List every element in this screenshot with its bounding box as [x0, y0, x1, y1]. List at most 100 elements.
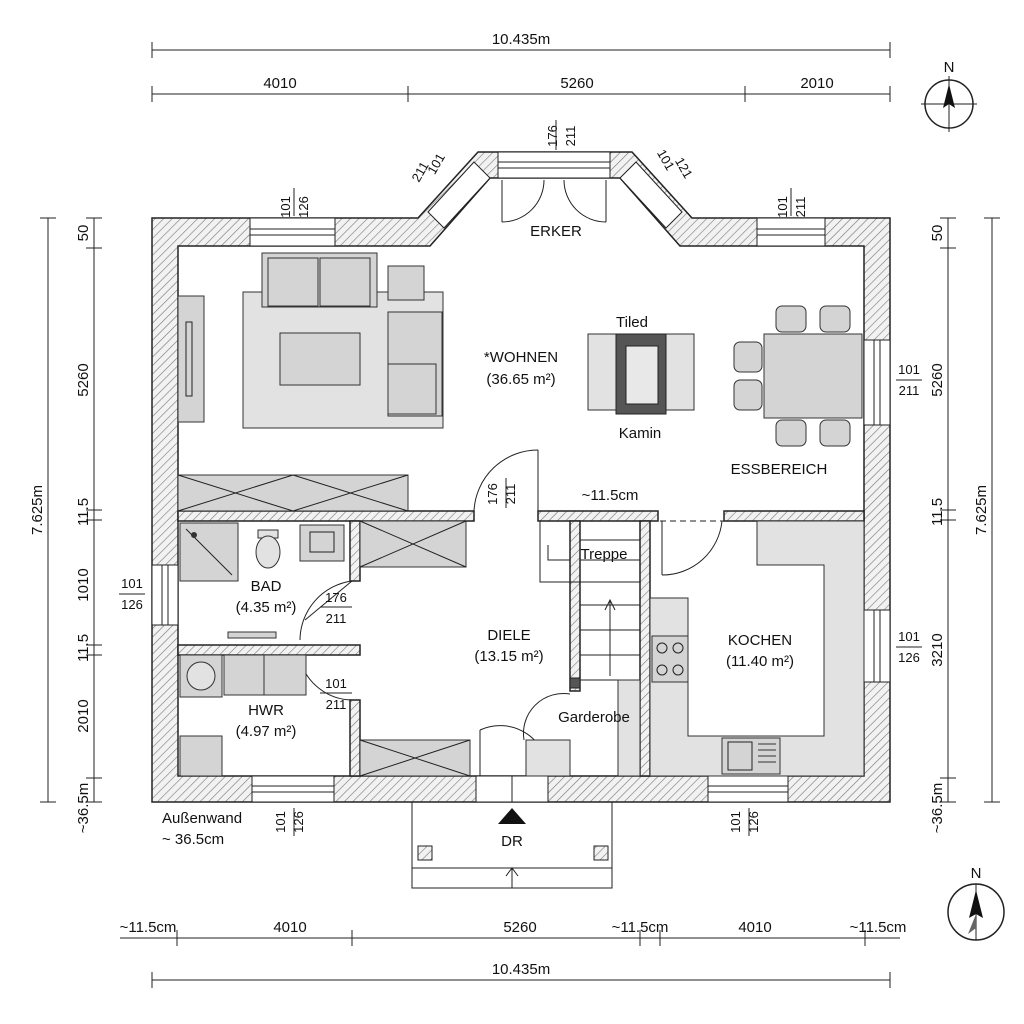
interior-walls	[177, 510, 865, 777]
dim-right-seg-1: 50	[929, 225, 946, 242]
entrance-label: DR	[501, 833, 523, 850]
svg-text:126: 126	[746, 811, 761, 833]
utility-fixtures	[179, 520, 471, 777]
svg-text:211: 211	[899, 383, 920, 398]
dimension-right	[940, 217, 1000, 803]
dim-bottom-seg-3: 5260	[503, 919, 536, 936]
door-label-wohnen: 176 211	[485, 478, 518, 508]
svg-text:176: 176	[485, 483, 500, 505]
dim-right-seg-2: 5260	[929, 363, 946, 396]
room-label-treppe: Treppe	[581, 546, 628, 563]
svg-text:211: 211	[563, 126, 578, 147]
north-label-bottom: N	[971, 865, 982, 882]
svg-text:126: 126	[898, 650, 920, 665]
dim-bottom-seg-5: 4010	[738, 919, 771, 936]
svg-text:211: 211	[793, 197, 808, 218]
svg-text:101: 101	[775, 196, 790, 218]
window-label-top-left: 101 126	[278, 188, 311, 218]
dim-top-seg-2: 5260	[560, 75, 593, 92]
window-label-left-bad: 101 126	[119, 576, 145, 612]
room-area-hwr: (4.97 m²)	[236, 723, 297, 740]
window-label-right-kochen: 101 126	[896, 629, 922, 665]
svg-text:101: 101	[278, 196, 293, 218]
svg-text:101: 101	[898, 629, 920, 644]
dim-bottom-total: 10.435m	[492, 961, 550, 978]
dim-bottom-seg-1: ~11.5cm	[120, 919, 177, 936]
window-label-right-ess: 101 211	[896, 362, 922, 398]
dim-bottom-seg-2: 4010	[273, 919, 306, 936]
svg-text:126: 126	[291, 811, 306, 833]
svg-text:176: 176	[545, 125, 560, 147]
doors	[299, 449, 724, 802]
wall-note-line1: Außenwand	[162, 810, 242, 827]
room-label-kochen: KOCHEN	[728, 632, 792, 649]
garderobe-unit	[525, 679, 641, 777]
dimension-bottom	[120, 930, 900, 988]
dim-left-seg-5: 11.5	[75, 634, 92, 662]
room-label-erker: ERKER	[530, 223, 582, 240]
room-area-wohnen: (36.65 m²)	[486, 371, 555, 388]
room-label-diele: DIELE	[487, 627, 530, 644]
dim-right-seg-5: ~36.5m	[929, 783, 946, 833]
dim-left-seg-2: 5260	[75, 363, 92, 396]
room-area-diele: (13.15 m²)	[474, 648, 543, 665]
svg-text:211: 211	[326, 611, 347, 626]
dimension-top	[151, 42, 891, 102]
dim-top-total: 10.435m	[492, 31, 550, 48]
dim-right-total: 7.625m	[973, 485, 990, 535]
fireplace	[587, 333, 695, 415]
dim-left-seg-7: ~36.5m	[75, 783, 92, 833]
window-label-top-right: 101 211	[775, 188, 808, 218]
dim-left-seg-4: 1010	[75, 568, 92, 601]
svg-text:101: 101	[728, 811, 743, 833]
door-label-hwr: 101 211	[320, 676, 352, 712]
window-label-erker: 176 211	[545, 120, 578, 150]
dim-left-seg-1: 50	[75, 225, 92, 242]
svg-text:101: 101	[273, 811, 288, 833]
svg-text:211: 211	[503, 484, 518, 505]
wall-note-line2: ~ 36.5cm	[162, 831, 224, 848]
svg-text:176: 176	[325, 590, 347, 605]
window-label-bottom-kochen: 101 126	[728, 808, 761, 836]
window-label-diag-left: 101 211	[408, 151, 448, 185]
room-label-bad: BAD	[251, 578, 282, 595]
dimension-left	[40, 217, 102, 803]
svg-text:101: 101	[898, 362, 920, 377]
kitchen-fixtures	[649, 520, 865, 777]
erker-doors	[501, 179, 607, 223]
fixture-label-kamin: Kamin	[619, 425, 662, 442]
dim-right-seg-4: 3210	[929, 633, 946, 666]
room-area-bad: (4.35 m²)	[236, 599, 297, 616]
room-label-wohnen: *WOHNEN	[484, 349, 558, 366]
dim-inner-wall: ~11.5cm	[582, 487, 639, 504]
dim-left-seg-6: 2010	[75, 699, 92, 732]
dim-bottom-seg-6: ~11.5cm	[850, 919, 907, 936]
living-furniture	[177, 252, 444, 512]
svg-text:101: 101	[325, 676, 347, 691]
north-label-top: N	[944, 59, 955, 76]
window-label-diag-right: 101 121	[654, 147, 696, 181]
dim-left-total: 7.625m	[29, 485, 46, 535]
dim-top-seg-1: 4010	[263, 75, 296, 92]
north-arrow-bottom: N	[947, 865, 1005, 941]
svg-text:121: 121	[672, 155, 696, 181]
room-label-essbereich: ESSBEREICH	[731, 461, 828, 478]
windows	[151, 151, 891, 803]
svg-text:126: 126	[296, 196, 311, 218]
door-label-bad: 176 211	[320, 590, 352, 626]
room-area-kochen: (11.40 m²)	[726, 653, 794, 670]
window-label-bottom-hwr: 101 126	[273, 808, 306, 836]
svg-text:211: 211	[326, 697, 347, 712]
svg-text:101: 101	[121, 576, 143, 591]
dim-left-seg-3: 11.5	[75, 498, 92, 526]
room-label-hwr: HWR	[248, 702, 284, 719]
svg-text:126: 126	[121, 597, 143, 612]
dim-bottom-seg-4: ~11.5cm	[612, 919, 669, 936]
dim-top-seg-3: 2010	[800, 75, 833, 92]
dining-table	[733, 305, 863, 447]
north-arrow-top: N	[921, 59, 977, 132]
bathroom-fixtures	[179, 522, 345, 639]
entrance-porch	[411, 802, 613, 889]
room-label-garderobe: Garderobe	[558, 709, 630, 726]
